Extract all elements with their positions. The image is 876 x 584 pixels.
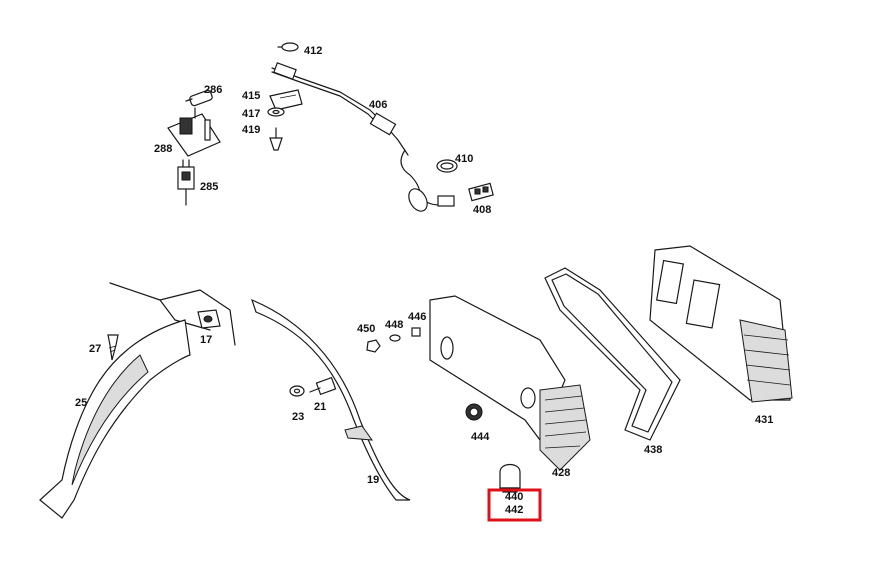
label-19[interactable]: 19 [367,474,379,486]
label-286[interactable]: 286 [204,84,222,96]
label-448[interactable]: 448 [385,319,403,331]
label-431[interactable]: 431 [755,414,773,426]
part-23-washer[interactable] [289,385,305,397]
label-438[interactable]: 438 [644,444,662,456]
part-288-bracket-switch[interactable] [167,107,221,157]
part-428-lens[interactable] [539,384,591,471]
part-21-bolt[interactable] [309,376,337,396]
label-450[interactable]: 450 [357,323,375,335]
label-442[interactable]: 442 [505,504,523,516]
part-438-gasket[interactable] [544,267,681,441]
highlight-box [487,488,542,522]
label-408[interactable]: 408 [473,204,491,216]
label-440[interactable]: 440 [505,491,523,503]
label-412[interactable]: 412 [304,45,322,57]
label-21[interactable]: 21 [314,401,326,413]
label-419[interactable]: 419 [242,124,260,136]
label-285[interactable]: 285 [200,181,218,193]
label-288[interactable]: 288 [154,143,172,155]
label-17[interactable]: 17 [200,334,212,346]
part-431-tail-lamp[interactable] [649,245,793,403]
label-428[interactable]: 428 [552,467,570,479]
part-19-trim-strip[interactable] [251,298,411,501]
part-285-switch[interactable] [177,159,195,206]
part-406-wiring-harness[interactable] [271,62,455,215]
part-408-connector[interactable] [468,182,494,202]
part-27-screw[interactable] [107,334,119,361]
part-444-socket[interactable] [465,403,483,421]
part-286-bulb[interactable] [185,89,213,107]
part-412-bulb[interactable] [277,42,299,52]
part-415-bracket[interactable] [269,89,303,111]
label-27[interactable]: 27 [89,343,101,355]
label-23[interactable]: 23 [292,411,304,423]
label-446[interactable]: 446 [408,311,426,323]
part-25-wheel-arch-liner[interactable] [39,319,191,519]
label-444[interactable]: 444 [471,431,490,443]
part-448-washer[interactable] [389,334,401,342]
label-406[interactable]: 406 [369,99,387,111]
part-450-nut[interactable] [366,339,381,353]
part-446-clip[interactable] [411,327,421,337]
part-410-grommet[interactable] [436,159,458,173]
label-410[interactable]: 410 [455,153,473,165]
label-417[interactable]: 417 [242,108,260,120]
part-417-washer[interactable] [267,107,285,117]
part-440-442-bulb[interactable] [499,463,521,493]
part-body-panel [109,282,236,346]
label-25[interactable]: 25 [75,397,87,409]
label-415[interactable]: 415 [242,90,260,102]
part-17-grommet[interactable] [197,309,221,329]
part-419-screw[interactable] [269,127,283,151]
